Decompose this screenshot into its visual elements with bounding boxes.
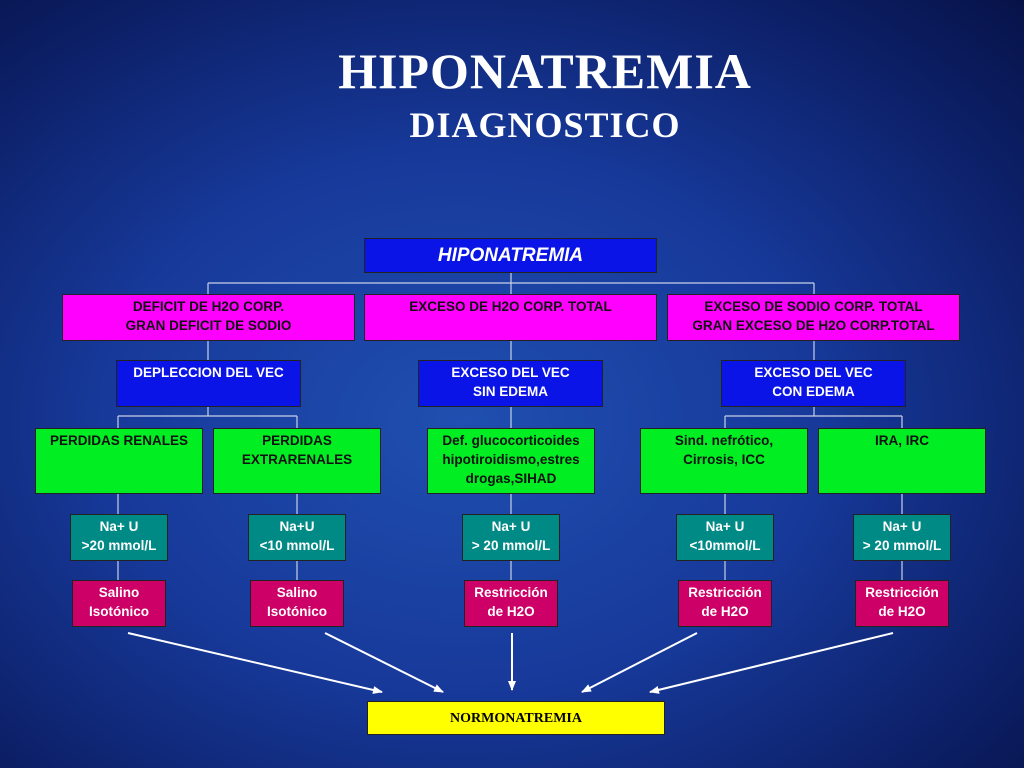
node-label: > 20 mmol/L (471, 538, 551, 553)
node-label: Salino (276, 585, 318, 600)
node-label: DEPLECCION DEL VEC (133, 365, 284, 380)
node-label: Def. glucocorticoides (442, 433, 580, 448)
urine-sodium-node: Na+ U >20 mmol/L (70, 514, 168, 561)
urine-sodium-node: Na+ U > 20 mmol/L (853, 514, 951, 561)
level2-node-middle: EXCESO DEL VEC SIN EDEMA (418, 360, 603, 407)
treatment-node: Restricción de H2O (678, 580, 772, 627)
node-label: EXTRARENALES (241, 452, 353, 467)
node-label: Na+ U (882, 519, 922, 534)
node-label: PERDIDAS RENALES (49, 433, 189, 448)
node-label: CON EDEMA (772, 384, 855, 399)
node-label: Salino (98, 585, 140, 600)
urine-sodium-node: Na+ U <10mmol/L (676, 514, 774, 561)
node-label: SIN EDEMA (472, 384, 548, 399)
level1-node-right: EXCESO DE SODIO CORP. TOTAL GRAN EXCESO … (667, 294, 960, 341)
urine-sodium-node: Na+U <10 mmol/L (248, 514, 346, 561)
outcome-label: NORMONATREMIA (450, 710, 582, 726)
node-label: EXCESO DE SODIO CORP. TOTAL (704, 299, 923, 314)
root-node: HIPONATREMIA (364, 238, 657, 273)
node-label: Cirrosis, ICC (683, 452, 765, 467)
level3-node: PERDIDAS EXTRARENALES (213, 428, 381, 494)
level1-node-left: DEFICIT DE H2O CORP. GRAN DEFICIT DE SOD… (62, 294, 355, 341)
node-label: Isotónico (267, 604, 327, 619)
arrow-to-normonatremia (324, 632, 444, 693)
treatment-node: Restricción de H2O (855, 580, 949, 627)
node-label: EXCESO DEL VEC (754, 365, 873, 380)
node-label: PERDIDAS (262, 433, 332, 448)
arrow-to-normonatremia (127, 632, 383, 694)
node-label: Na+U (279, 519, 315, 534)
node-label: EXCESO DEL VEC (451, 365, 570, 380)
node-label: Sind. nefrótico, (674, 433, 774, 448)
node-label: DEFICIT DE H2O CORP. (132, 299, 285, 314)
node-label: de H2O (701, 604, 749, 619)
level3-node: IRA, IRC (818, 428, 986, 494)
node-label: Na+ U (99, 519, 139, 534)
node-label: Na+ U (491, 519, 531, 534)
treatment-node: Salino Isotónico (72, 580, 166, 627)
node-label: de H2O (878, 604, 926, 619)
root-node-label: HIPONATREMIA (437, 245, 584, 266)
node-label: GRAN DEFICIT DE SODIO (125, 318, 292, 333)
node-label: IRA, IRC (875, 433, 929, 448)
node-label: hipotiroidismo,estres (442, 452, 580, 467)
node-label: <10mmol/L (689, 538, 761, 553)
node-label: Na+ U (705, 519, 745, 534)
level2-node-left: DEPLECCION DEL VEC (116, 360, 301, 407)
page-subtitle: DIAGNOSTICO (409, 105, 681, 145)
level1-node-middle: EXCESO DE H2O CORP. TOTAL (364, 294, 657, 341)
node-label: GRAN EXCESO DE H2O CORP.TOTAL (692, 318, 935, 333)
outcome-node: NORMONATREMIA (367, 701, 665, 735)
urine-sodium-node: Na+ U > 20 mmol/L (462, 514, 560, 561)
arrow-to-normonatremia (581, 632, 698, 693)
node-label: drogas,SIHAD (465, 471, 557, 486)
node-label: > 20 mmol/L (862, 538, 942, 553)
level3-node: Def. glucocorticoides hipotiroidismo,est… (427, 428, 595, 494)
level3-node: PERDIDAS RENALES (35, 428, 203, 494)
arrow-to-normonatremia (649, 632, 894, 694)
node-label: Restricción (688, 585, 762, 600)
node-label: de H2O (487, 604, 535, 619)
node-label: <10 mmol/L (259, 538, 335, 553)
node-label: EXCESO DE H2O CORP. TOTAL (409, 299, 612, 314)
treatment-node: Restricción de H2O (464, 580, 558, 627)
node-label: >20 mmol/L (81, 538, 157, 553)
node-label: Restricción (865, 585, 939, 600)
node-label: Isotónico (89, 604, 149, 619)
level3-node: Sind. nefrótico, Cirrosis, ICC (640, 428, 808, 494)
level2-node-right: EXCESO DEL VEC CON EDEMA (721, 360, 906, 407)
treatment-node: Salino Isotónico (250, 580, 344, 627)
node-label: Restricción (474, 585, 548, 600)
page-title: HIPONATREMIA (338, 43, 752, 99)
